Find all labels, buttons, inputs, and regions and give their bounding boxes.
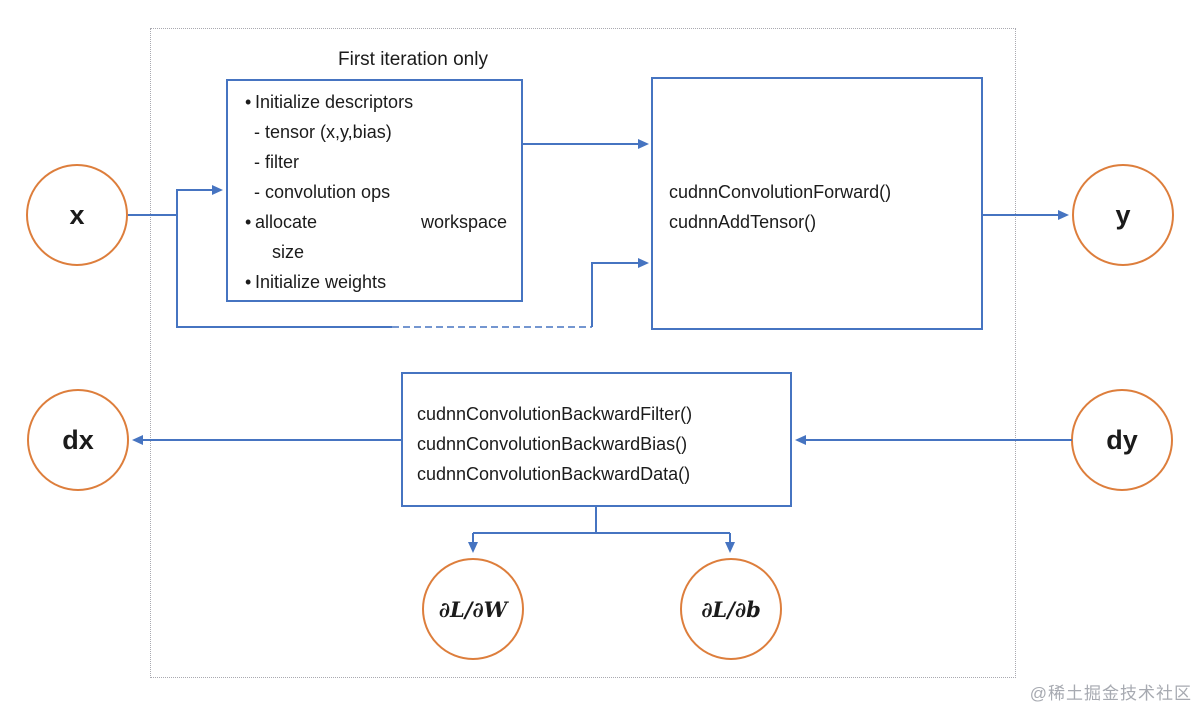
init-bullet-weights-text: Initialize weights	[255, 272, 387, 292]
init-sub-filter: - filter	[254, 152, 299, 172]
node-dx: dx	[27, 389, 129, 491]
node-grad-bias: ∂L/∂b	[680, 558, 782, 660]
forward-call-1: cudnnConvolutionForward()	[669, 182, 892, 202]
node-x-label: x	[69, 199, 85, 230]
watermark: @稀土掘金技术社区	[1029, 684, 1192, 703]
backward-call-filter: cudnnConvolutionBackwardFilter()	[417, 404, 693, 424]
backward-box: cudnnConvolutionBackwardFilter() cudnnCo…	[401, 372, 792, 507]
init-bullet-workspace-text: allocate workspace	[255, 212, 507, 232]
node-dy: dy	[1071, 389, 1173, 491]
forward-call-2: cudnnAddTensor()	[669, 212, 817, 232]
backward-call-bias: cudnnConvolutionBackwardBias()	[417, 434, 688, 454]
init-bullet-descriptors-text: Initialize descriptors	[255, 92, 414, 112]
node-y-label: y	[1115, 199, 1131, 230]
bullet-icon: •	[245, 212, 252, 232]
first-iteration-label: First iteration only	[338, 49, 488, 70]
init-box: • Initialize descriptors - tensor (x,y,b…	[226, 79, 523, 302]
node-grad-weights-label: ∂L/∂W	[438, 596, 508, 622]
init-bullet-workspace-cont: size	[272, 242, 305, 262]
forward-box: cudnnConvolutionForward() cudnnAddTensor…	[651, 77, 983, 330]
bullet-icon: •	[245, 92, 252, 112]
init-bullet-descriptors: • Initialize descriptors	[228, 87, 521, 117]
node-dx-label: dx	[62, 424, 94, 455]
init-bullet-weights: • Initialize weights	[228, 267, 521, 297]
init-bullet-workspace: • allocate workspace	[228, 207, 521, 237]
pipeline-container-border	[150, 28, 1016, 678]
init-sub-convolution-ops: - convolution ops	[254, 182, 391, 202]
bullet-icon: •	[245, 272, 252, 292]
backward-call-data: cudnnConvolutionBackwardData()	[417, 464, 691, 484]
node-y: y	[1072, 164, 1174, 266]
node-grad-weights: ∂L/∂W	[422, 558, 524, 660]
node-dy-label: dy	[1106, 424, 1138, 455]
init-sub-tensor: - tensor (x,y,bias)	[254, 122, 392, 142]
node-grad-bias-label: ∂L/∂b	[701, 596, 761, 622]
node-x: x	[26, 164, 128, 266]
